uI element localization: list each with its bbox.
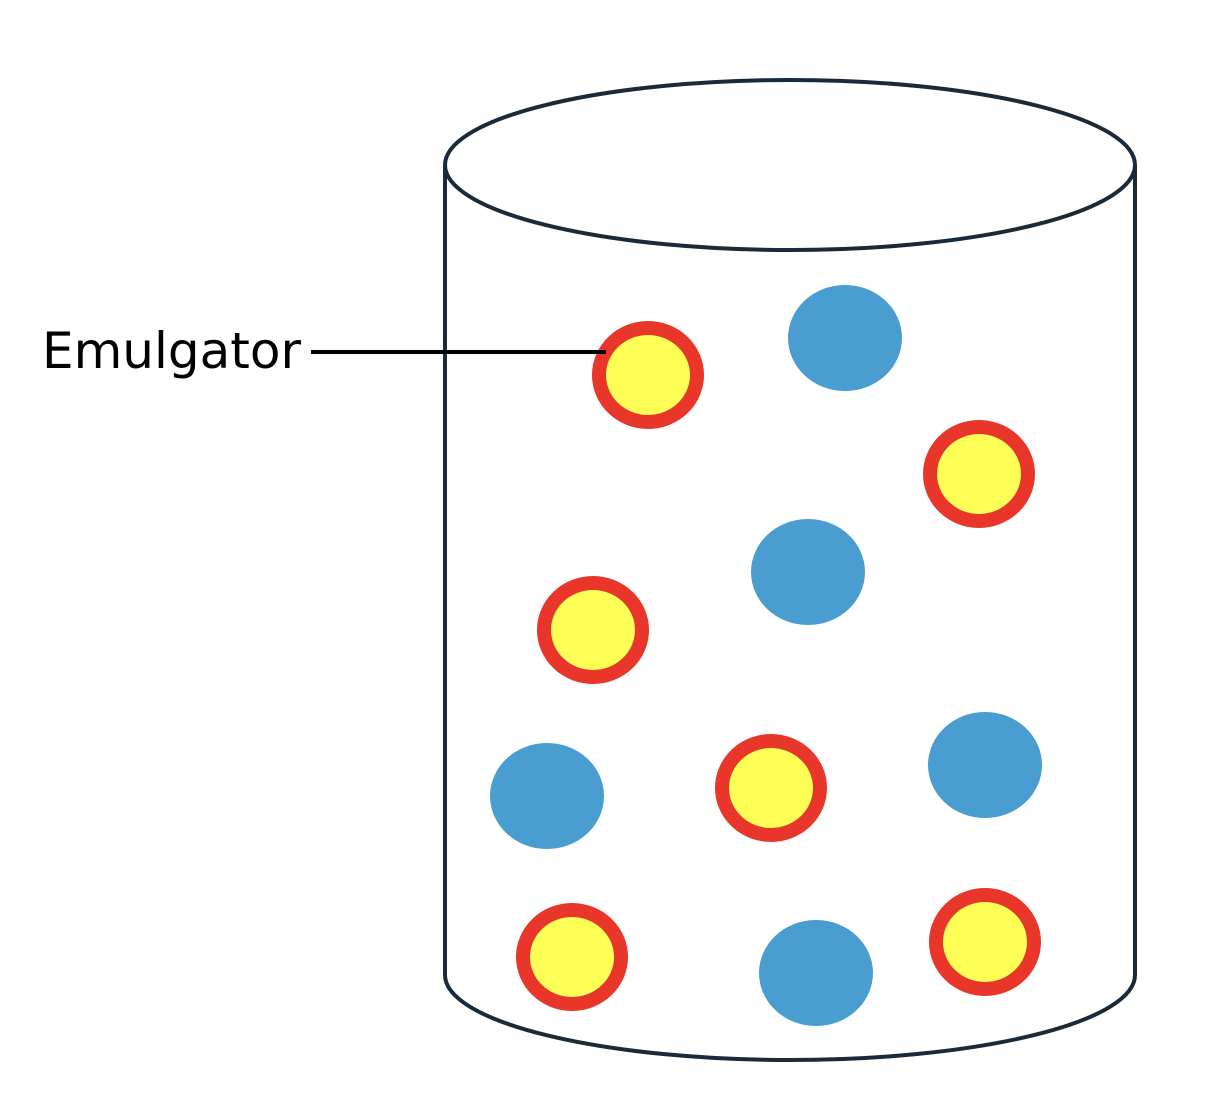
plain-droplet [751,519,865,625]
cylinder-top-rim [443,78,1137,252]
emulsified-droplet [537,576,649,684]
plain-droplet [928,712,1042,818]
emulsified-droplet [592,321,704,429]
emulsified-droplet [715,734,827,842]
emulsified-droplets [516,321,1041,1011]
plain-droplets [490,285,1042,1026]
emulgator-callout: Emulgator [42,322,606,380]
plain-droplet [759,920,873,1026]
cylinder-body [443,165,1137,1062]
emulsified-droplet [929,888,1041,996]
cylinder-container [443,78,1137,1062]
emulgator-label: Emulgator [42,322,301,380]
emulsified-droplet [516,903,628,1011]
plain-droplet [490,743,604,849]
plain-droplet [788,285,902,391]
emulsified-droplet [923,420,1035,528]
